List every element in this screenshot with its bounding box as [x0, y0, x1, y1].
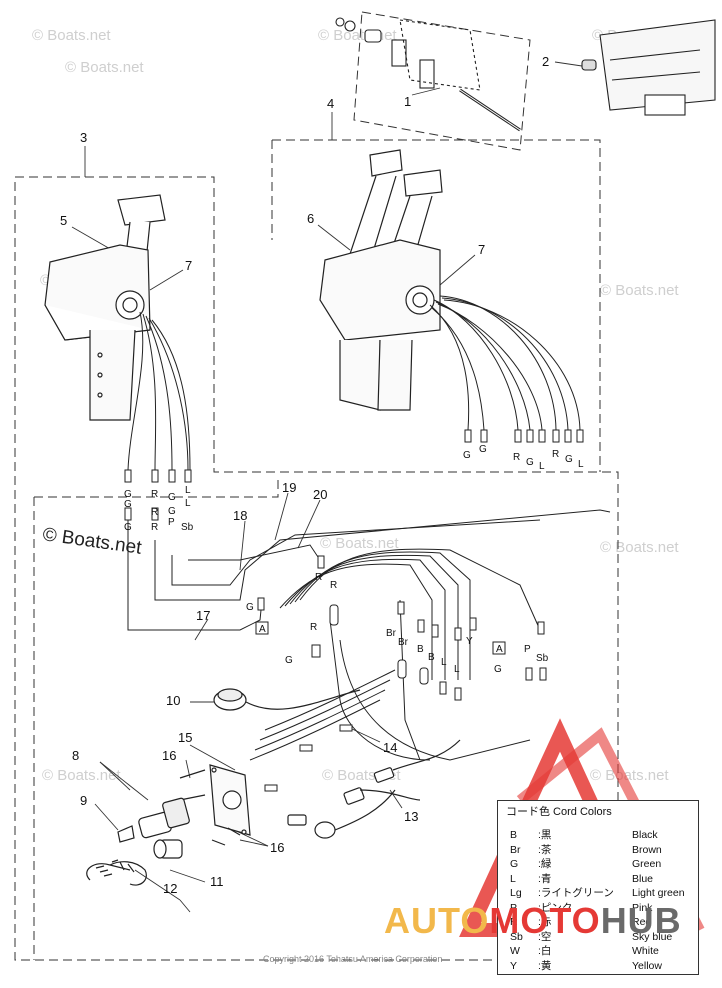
svg-text:R: R	[552, 449, 559, 460]
connector-pins	[124, 429, 584, 792]
svg-text:G: G	[526, 457, 534, 468]
lanyard	[86, 859, 147, 886]
callout-20: 20	[313, 487, 327, 502]
callout-1: 1	[404, 94, 411, 109]
callout-7: 7	[185, 258, 192, 273]
callout-7: 7	[478, 242, 485, 257]
fitting-assembly	[581, 19, 716, 116]
callout-13: 13	[404, 809, 418, 824]
svg-text:A: A	[496, 644, 503, 655]
callout-10: 10	[166, 693, 180, 708]
watermark: © Boats.net	[600, 539, 679, 556]
svg-text:L: L	[454, 664, 460, 675]
svg-text:L: L	[185, 485, 191, 496]
callout-14: 14	[383, 740, 397, 755]
bracket-group-box	[353, 11, 531, 151]
single-lever-cables	[127, 311, 191, 471]
outer-group-box	[14, 176, 619, 961]
callout-8: 8	[72, 748, 79, 763]
svg-text:G: G	[285, 655, 293, 666]
svg-text:B: B	[428, 652, 435, 663]
svg-text:P: P	[524, 644, 531, 655]
callout-16: 16	[270, 840, 284, 855]
wire-labels-mid: R R R G G	[246, 572, 337, 666]
callout-15: 15	[178, 730, 192, 745]
callout-2: 2	[542, 54, 549, 69]
wire-labels-harness-left: G G R R G P L Sb	[124, 498, 194, 533]
watermark: © Boats.net	[42, 767, 121, 784]
svg-text:G: G	[168, 492, 176, 503]
watermark: © Boats.net	[32, 27, 111, 44]
wire-labels-center: Br Br B B L L Y	[386, 628, 473, 675]
stop-switch	[153, 839, 183, 859]
main-switch	[117, 797, 190, 843]
callout-17: 17	[196, 608, 210, 623]
watermark: © Boats.net	[318, 27, 397, 44]
svg-text:G: G	[494, 664, 502, 675]
callout-3: 3	[80, 130, 87, 145]
svg-text:G: G	[463, 450, 471, 461]
copyright-notice: Copyright 2016 Tohatsu America Corporati…	[263, 954, 443, 964]
callout-18: 18	[233, 508, 247, 523]
svg-text:Sb: Sb	[536, 653, 549, 664]
svg-text:Br: Br	[386, 628, 397, 639]
svg-text:R: R	[151, 507, 158, 518]
callout-16: 16	[162, 748, 176, 763]
svg-text:P: P	[168, 517, 175, 528]
svg-text:Y: Y	[466, 636, 473, 647]
svg-text:L: L	[578, 459, 584, 470]
dual-lever-cables	[429, 295, 581, 431]
main-wire-harness	[127, 509, 611, 761]
wire-labels-right: G P Sb	[494, 644, 549, 675]
watermark: © Boats.net	[320, 535, 399, 552]
part-callouts: 1 2 3 4 5 6 7 7 8 9 10 11 12 13 14 15 16…	[60, 54, 549, 896]
svg-text:G: G	[246, 602, 254, 613]
brand-wordmark: AUTOMOTOHUB	[384, 900, 682, 941]
svg-text:G: G	[565, 454, 573, 465]
watermark: © Boats.net	[590, 767, 669, 784]
svg-text:G: G	[168, 506, 176, 517]
svg-text:R: R	[315, 572, 322, 583]
switch-panel	[179, 764, 251, 846]
svg-text:R: R	[151, 489, 158, 500]
svg-text:L: L	[539, 461, 545, 472]
svg-text:G: G	[124, 522, 132, 533]
callout-12: 12	[163, 881, 177, 896]
svg-text:R: R	[513, 452, 520, 463]
svg-text:B: B	[417, 644, 424, 655]
mounting-bracket	[335, 17, 521, 132]
wire-labels-dual: G G R G L R G L	[463, 444, 584, 472]
dual-lever-group-box	[272, 139, 601, 472]
legend-title: コード色 Cord Colors	[506, 806, 612, 818]
svg-text:G: G	[124, 499, 132, 510]
callout-6: 6	[307, 211, 314, 226]
callout-11: 11	[210, 874, 224, 889]
harness-group-box	[34, 477, 279, 498]
svg-text:R: R	[330, 580, 337, 591]
svg-text:A: A	[259, 624, 266, 635]
single-lever-remote-control	[44, 194, 166, 421]
wire-labels-single: G R G L	[124, 485, 191, 503]
svg-text:Sb: Sb	[181, 522, 194, 533]
buzzer	[213, 688, 361, 711]
dashed-groups	[14, 11, 619, 961]
svg-text:L: L	[441, 657, 447, 668]
svg-text:G: G	[479, 444, 487, 455]
svg-text:L: L	[185, 498, 191, 509]
watermark: © Boats.net	[600, 282, 679, 299]
callout-19: 19	[282, 480, 296, 495]
extension-harness	[287, 739, 461, 839]
svg-text:G: G	[124, 489, 132, 500]
dual-lever-remote-control	[319, 149, 443, 411]
callout-9: 9	[80, 793, 87, 808]
callout-4: 4	[327, 96, 334, 111]
svg-text:R: R	[151, 522, 158, 533]
box-a-markers: A A	[255, 621, 506, 655]
watermark: © Boats.net	[65, 59, 144, 76]
callout-5: 5	[60, 213, 67, 228]
svg-text:R: R	[310, 622, 317, 633]
svg-text:Br: Br	[398, 637, 409, 648]
